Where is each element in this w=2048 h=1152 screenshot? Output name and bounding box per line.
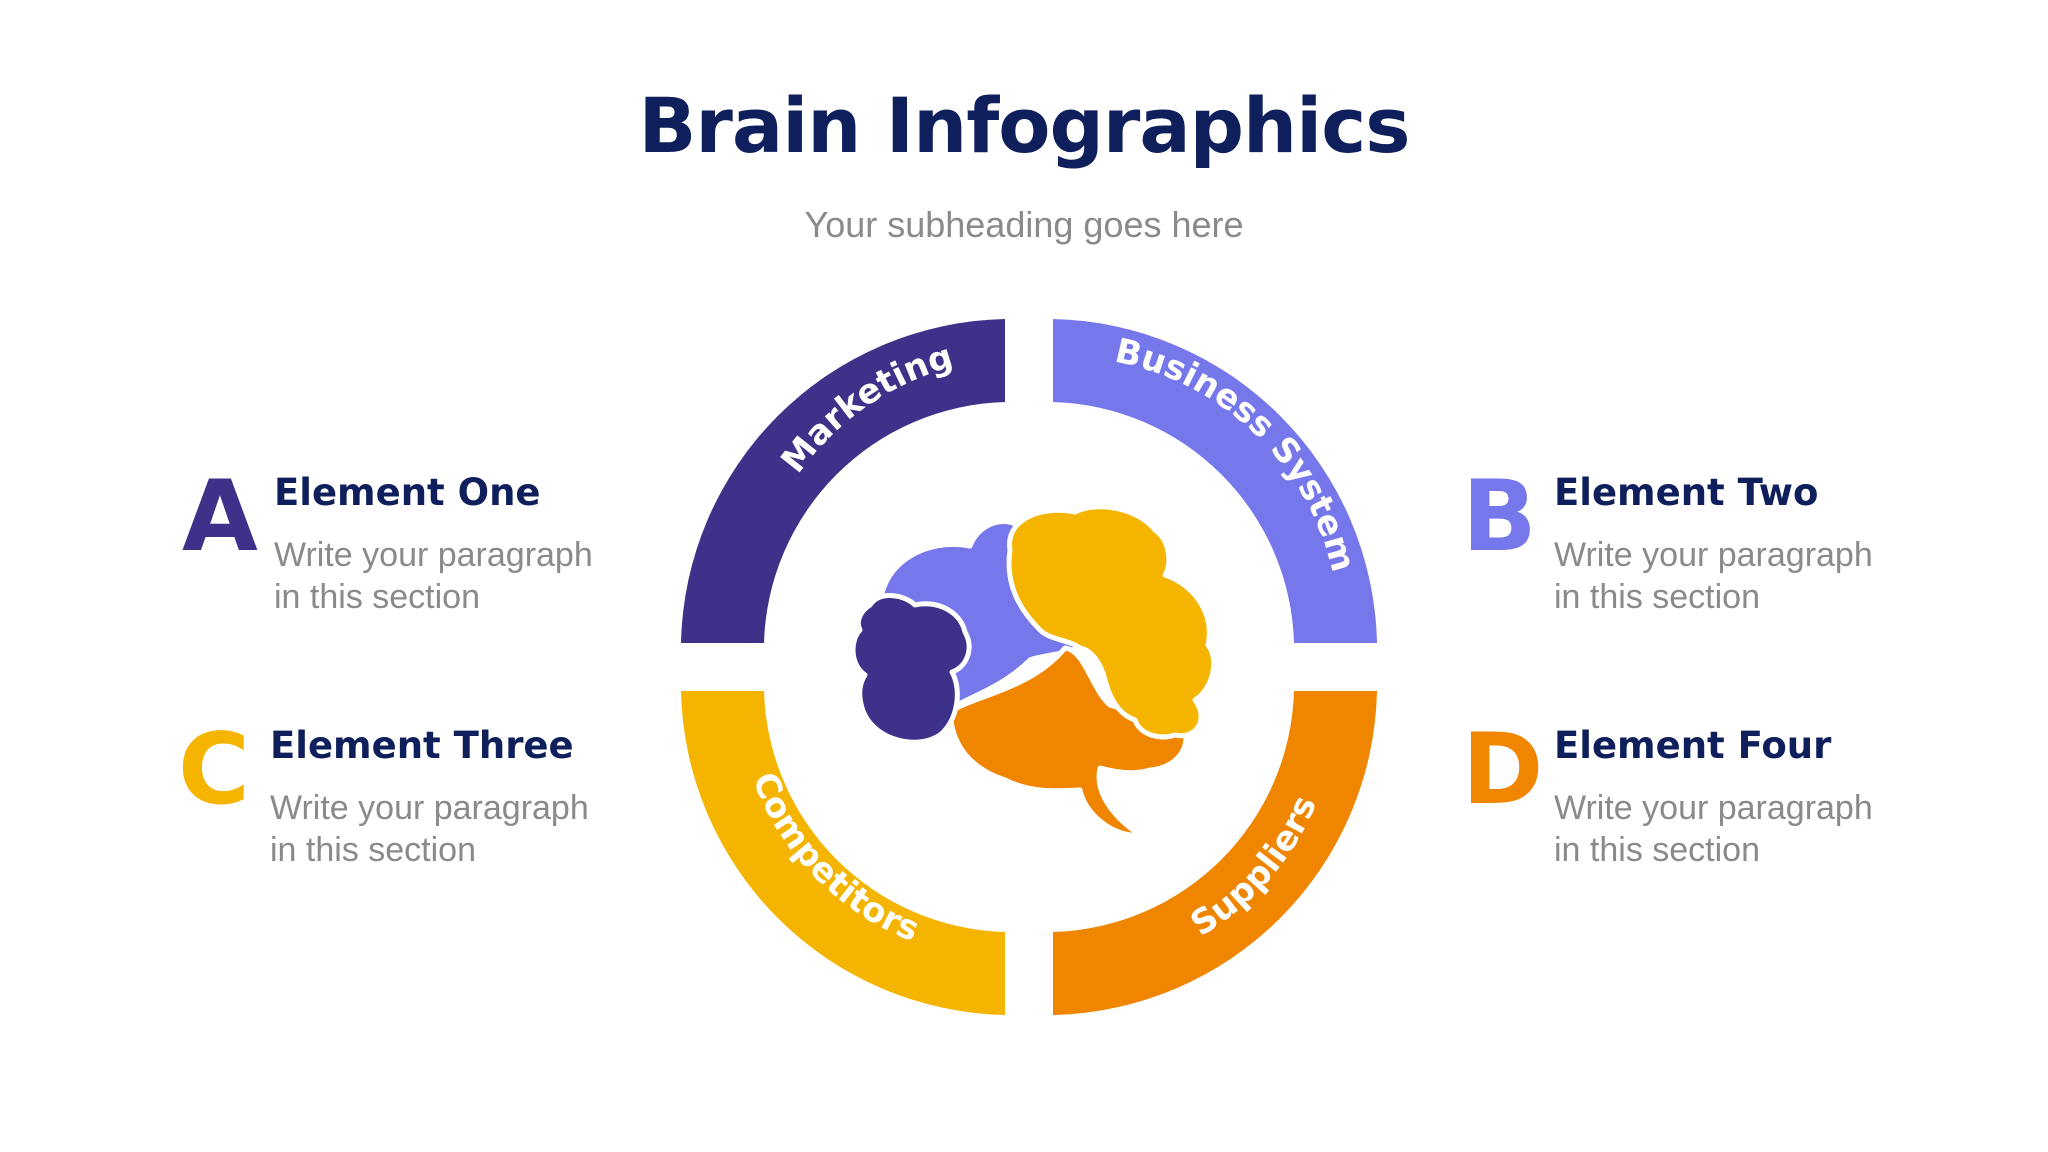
brain-lobe-dark-purple (850, 593, 972, 745)
element-c-title: Element Three (270, 724, 574, 767)
segment-suppliers (1053, 691, 1377, 1015)
element-c-description: Write your paragraph in this section (270, 789, 589, 869)
element-c-letter: C (178, 713, 250, 827)
element-d-title: Element Four (1554, 724, 1832, 767)
brain-icon (850, 504, 1217, 838)
brain-lobe-yellow (1006, 504, 1217, 740)
page-title: Brain Infographics (638, 81, 1411, 170)
element-d-description: Write your paragraph in this section (1554, 789, 1873, 869)
segment-marketing (681, 319, 1005, 643)
element-d-letter: D (1462, 713, 1544, 827)
element-b-description: Write your paragraph in this section (1554, 536, 1873, 616)
segment-competitors (681, 691, 1005, 1015)
segment-business-system (1053, 319, 1377, 643)
page-subtitle: Your subheading goes here (804, 204, 1244, 245)
element-a-description: Write your paragraph in this section (274, 536, 593, 616)
element-b-title: Element Two (1554, 471, 1819, 514)
element-a-letter: A (182, 460, 258, 574)
element-a-title: Element One (274, 471, 541, 514)
brain-lobe-orange (947, 645, 1189, 838)
element-b-letter: B (1462, 460, 1537, 574)
